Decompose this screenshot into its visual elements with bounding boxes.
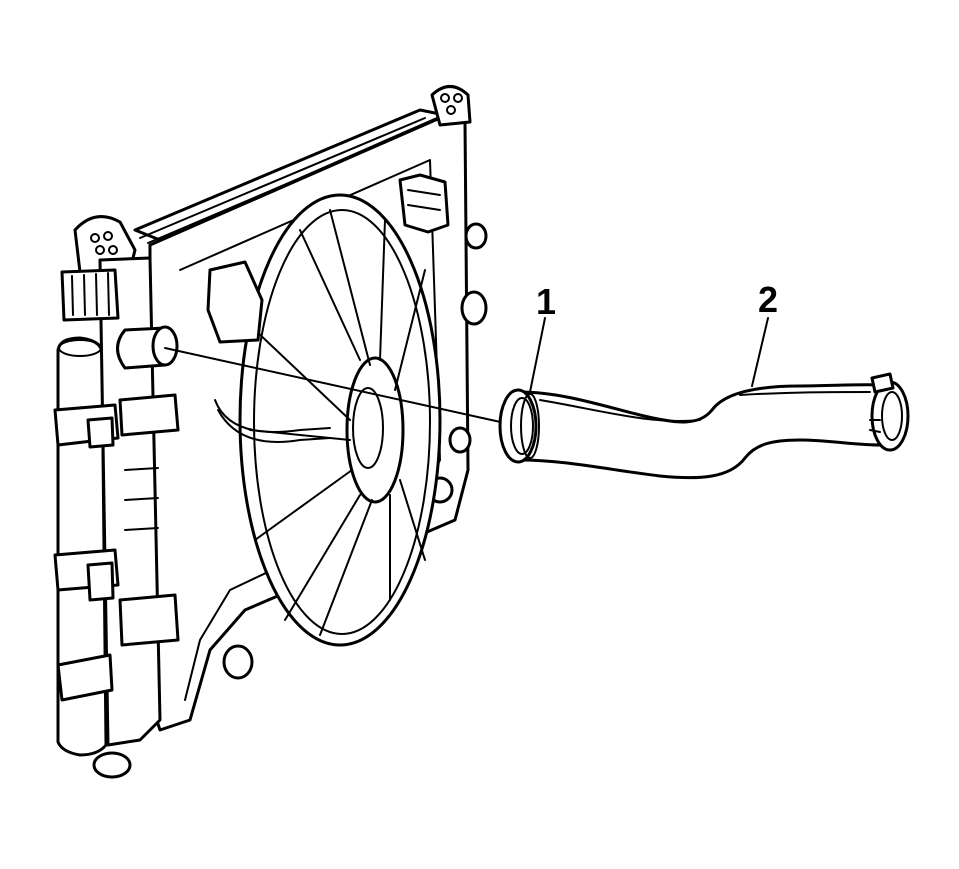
- callout-label-1: 1: [536, 281, 557, 322]
- leader-line-1: [529, 317, 546, 393]
- cooling-fan: [206, 193, 442, 680]
- radiator-left-tank: [53, 256, 180, 779]
- hose-clamp: [498, 388, 540, 464]
- radiator-hose: [518, 372, 910, 480]
- alignment-line: [164, 347, 506, 424]
- leader-line-2: [751, 317, 769, 387]
- callout-label-2: 2: [758, 279, 779, 320]
